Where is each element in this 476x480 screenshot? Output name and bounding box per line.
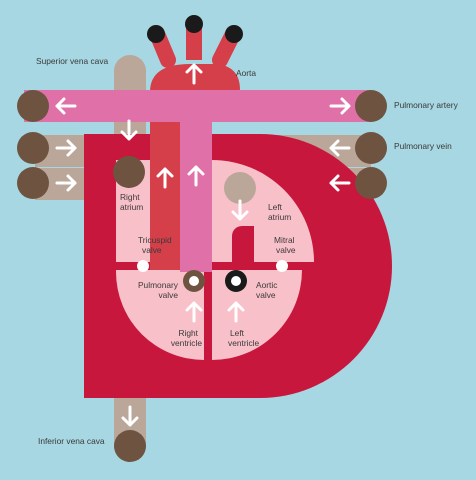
vessel-end-icon — [185, 15, 203, 33]
right-ventricle — [116, 270, 204, 360]
vessel-end-icon — [147, 25, 165, 43]
labels: Superior vena cava Inferior vena cava Ao… — [36, 56, 459, 446]
mitral-inflow — [232, 226, 254, 262]
vessel-end-icon — [17, 90, 49, 122]
right-atrium-label-2: atrium — [120, 202, 143, 212]
vessel-end-icon — [17, 167, 49, 199]
pulmonary-artery — [24, 90, 372, 272]
valve-icon — [137, 260, 149, 272]
vessel-end-icon — [17, 132, 49, 164]
vessel-end-icon — [114, 430, 146, 462]
aortic-valve-label-1: Aortic — [256, 280, 277, 290]
pulmonary-valve-label-2: valve — [158, 290, 178, 300]
vessel-end-icon — [355, 167, 387, 199]
left-ventricle-label-2: ventricle — [228, 338, 260, 348]
pulmonary-vein-label: Pulmonary vein — [394, 141, 452, 151]
aorta-label: Aorta — [236, 68, 256, 78]
inferior-vena-cava-label: Inferior vena cava — [38, 436, 105, 446]
pulmonary-artery-label: Pulmonary artery — [394, 100, 459, 110]
vessel-end-icon — [355, 132, 387, 164]
left-atrium-inlet — [224, 172, 256, 204]
mitral-valve-label-2: valve — [276, 245, 296, 255]
vessel-end-icon — [355, 90, 387, 122]
left-atrium-label-2: atrium — [268, 212, 291, 222]
superior-vena-cava-label: Superior vena cava — [36, 56, 109, 66]
tricuspid-valve-label-2: valve — [142, 245, 162, 255]
left-ventricle — [212, 270, 302, 360]
pulmonary-valve-label-1: Pulmonary — [138, 280, 179, 290]
aortic-valve-label-2: valve — [256, 290, 276, 300]
right-ventricle-label-1: Right — [178, 328, 198, 338]
right-atrium-label-1: Right — [120, 192, 140, 202]
mitral-valve-label-1: Mitral — [274, 235, 295, 245]
left-ventricle-label-1: Left — [230, 328, 245, 338]
left-atrium-label-1: Left — [268, 202, 283, 212]
valves — [137, 260, 288, 292]
vessel-end-icon — [225, 25, 243, 43]
vessel-ends — [17, 15, 387, 462]
right-atrium-inlet — [113, 156, 145, 188]
tricuspid-valve-label-1: Tricuspid — [138, 235, 172, 245]
right-ventricle-label-2: ventricle — [171, 338, 203, 348]
valve-icon — [276, 260, 288, 272]
